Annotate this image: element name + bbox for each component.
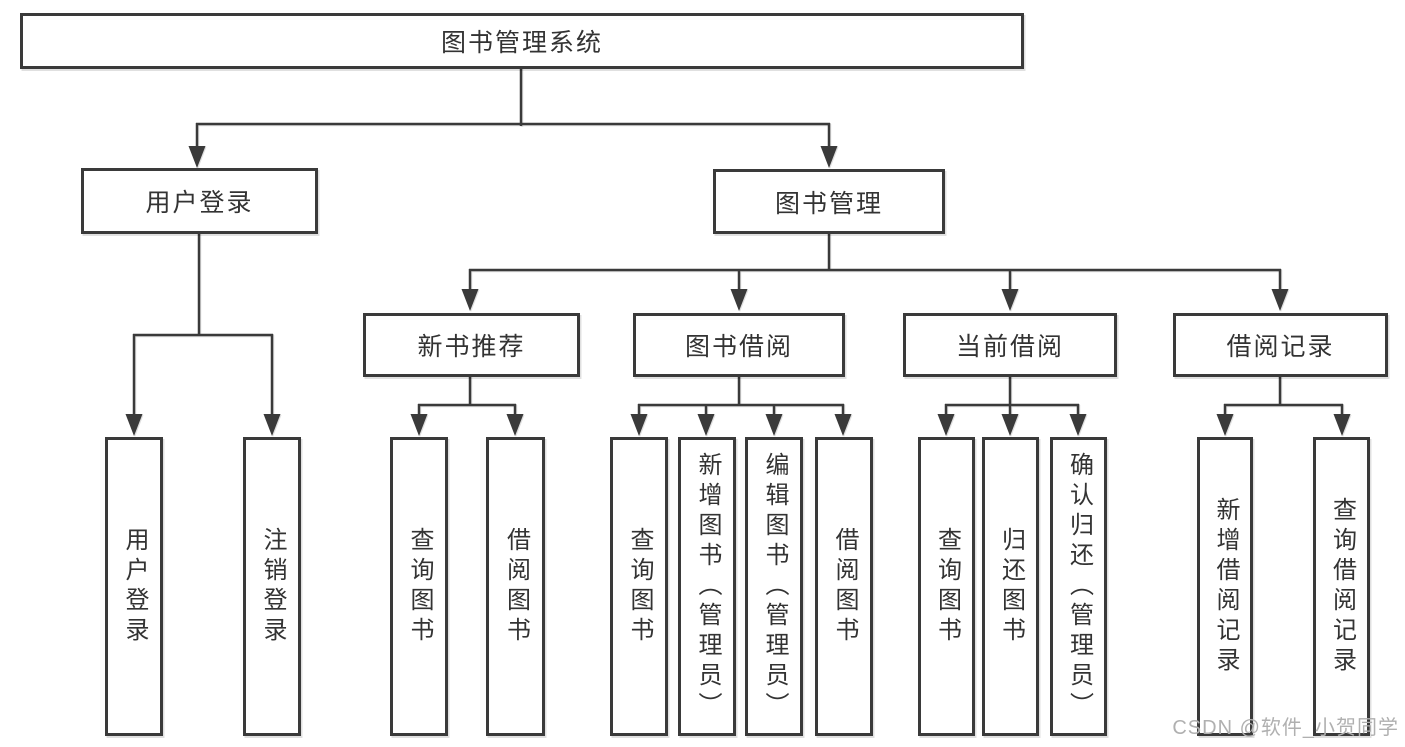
node-leaf-add-borrow-record: 新增借阅记录	[1197, 437, 1253, 736]
node-borrowing-records: 借阅记录	[1173, 313, 1388, 377]
arrowhead	[1001, 414, 1019, 436]
arrowhead	[1001, 289, 1019, 311]
arrowhead	[1271, 289, 1289, 311]
arrowhead	[820, 146, 838, 168]
node-leaf-query-books-borrowing-label: 查询图书	[626, 526, 653, 647]
arrowhead	[937, 414, 955, 436]
node-leaf-logout-label: 注销登录	[259, 526, 286, 647]
node-leaf-query-books-recommend: 查询图书	[390, 437, 448, 736]
arrowhead	[697, 414, 715, 436]
node-leaf-logout: 注销登录	[243, 437, 301, 736]
node-book-management: 图书管理	[713, 169, 945, 234]
arrowhead	[506, 414, 524, 436]
arrowhead	[765, 414, 783, 436]
node-new-book-recommend: 新书推荐	[363, 313, 580, 377]
node-leaf-borrow-books-borrowing-label: 借阅图书	[831, 526, 858, 647]
node-leaf-query-books-borrowing: 查询图书	[610, 437, 668, 736]
arrowhead	[630, 414, 648, 436]
arrowhead	[125, 414, 143, 436]
node-current-borrowing: 当前借阅	[903, 313, 1117, 377]
arrowhead	[461, 289, 479, 311]
node-leaf-edit-books-admin: 编辑图书（管理员）	[745, 437, 803, 736]
node-leaf-confirm-return-admin: 确认归还（管理员）	[1050, 437, 1107, 736]
node-leaf-user-login: 用户登录	[105, 437, 163, 736]
node-current-borrowing-label: 当前借阅	[955, 333, 1064, 361]
node-leaf-add-books-admin: 新增图书（管理员）	[678, 437, 736, 736]
arrowhead	[1333, 414, 1351, 436]
connector-path	[132, 68, 1344, 420]
node-leaf-user-login-label: 用户登录	[121, 526, 148, 647]
arrowhead	[834, 414, 852, 436]
node-leaf-query-borrow-record: 查询借阅记录	[1313, 437, 1370, 736]
node-user-login: 用户登录	[81, 168, 318, 234]
node-leaf-borrow-books-recommend-label: 借阅图书	[502, 526, 530, 647]
arrowhead	[730, 289, 748, 311]
node-leaf-confirm-return-admin-label: 确认归还（管理员）	[1065, 451, 1093, 722]
node-book-borrowing: 图书借阅	[633, 313, 845, 377]
node-leaf-add-books-admin-label: 新增图书（管理员）	[694, 451, 721, 722]
node-new-book-recommend-label: 新书推荐	[417, 333, 526, 361]
node-root-label: 图书管理系统	[440, 29, 603, 57]
node-leaf-edit-books-admin-label: 编辑图书（管理员）	[761, 451, 788, 722]
node-leaf-return-books: 归还图书	[982, 437, 1039, 736]
node-leaf-query-books-current-label: 查询图书	[933, 526, 961, 647]
node-leaf-add-borrow-record-label: 新增借阅记录	[1212, 496, 1239, 677]
node-book-borrowing-label: 图书借阅	[684, 333, 793, 361]
arrowhead	[1216, 414, 1234, 436]
watermark: CSDN @软件_小贺同学	[1172, 717, 1399, 739]
arrowhead	[263, 414, 281, 436]
node-leaf-query-books-recommend-label: 查询图书	[406, 526, 433, 647]
node-user-login-label: 用户登录	[145, 189, 254, 217]
arrowhead	[410, 414, 428, 436]
arrowhead	[188, 146, 206, 168]
node-leaf-return-books-label: 归还图书	[997, 526, 1025, 647]
node-borrowing-records-label: 借阅记录	[1226, 333, 1335, 361]
node-root: 图书管理系统	[20, 13, 1024, 69]
node-book-management-label: 图书管理	[774, 189, 883, 218]
arrowhead	[1069, 414, 1087, 436]
node-leaf-borrow-books-recommend: 借阅图书	[486, 437, 545, 736]
node-leaf-borrow-books-borrowing: 借阅图书	[815, 437, 873, 736]
node-leaf-query-borrow-record-label: 查询借阅记录	[1328, 496, 1356, 677]
node-leaf-query-books-current: 查询图书	[918, 437, 975, 736]
